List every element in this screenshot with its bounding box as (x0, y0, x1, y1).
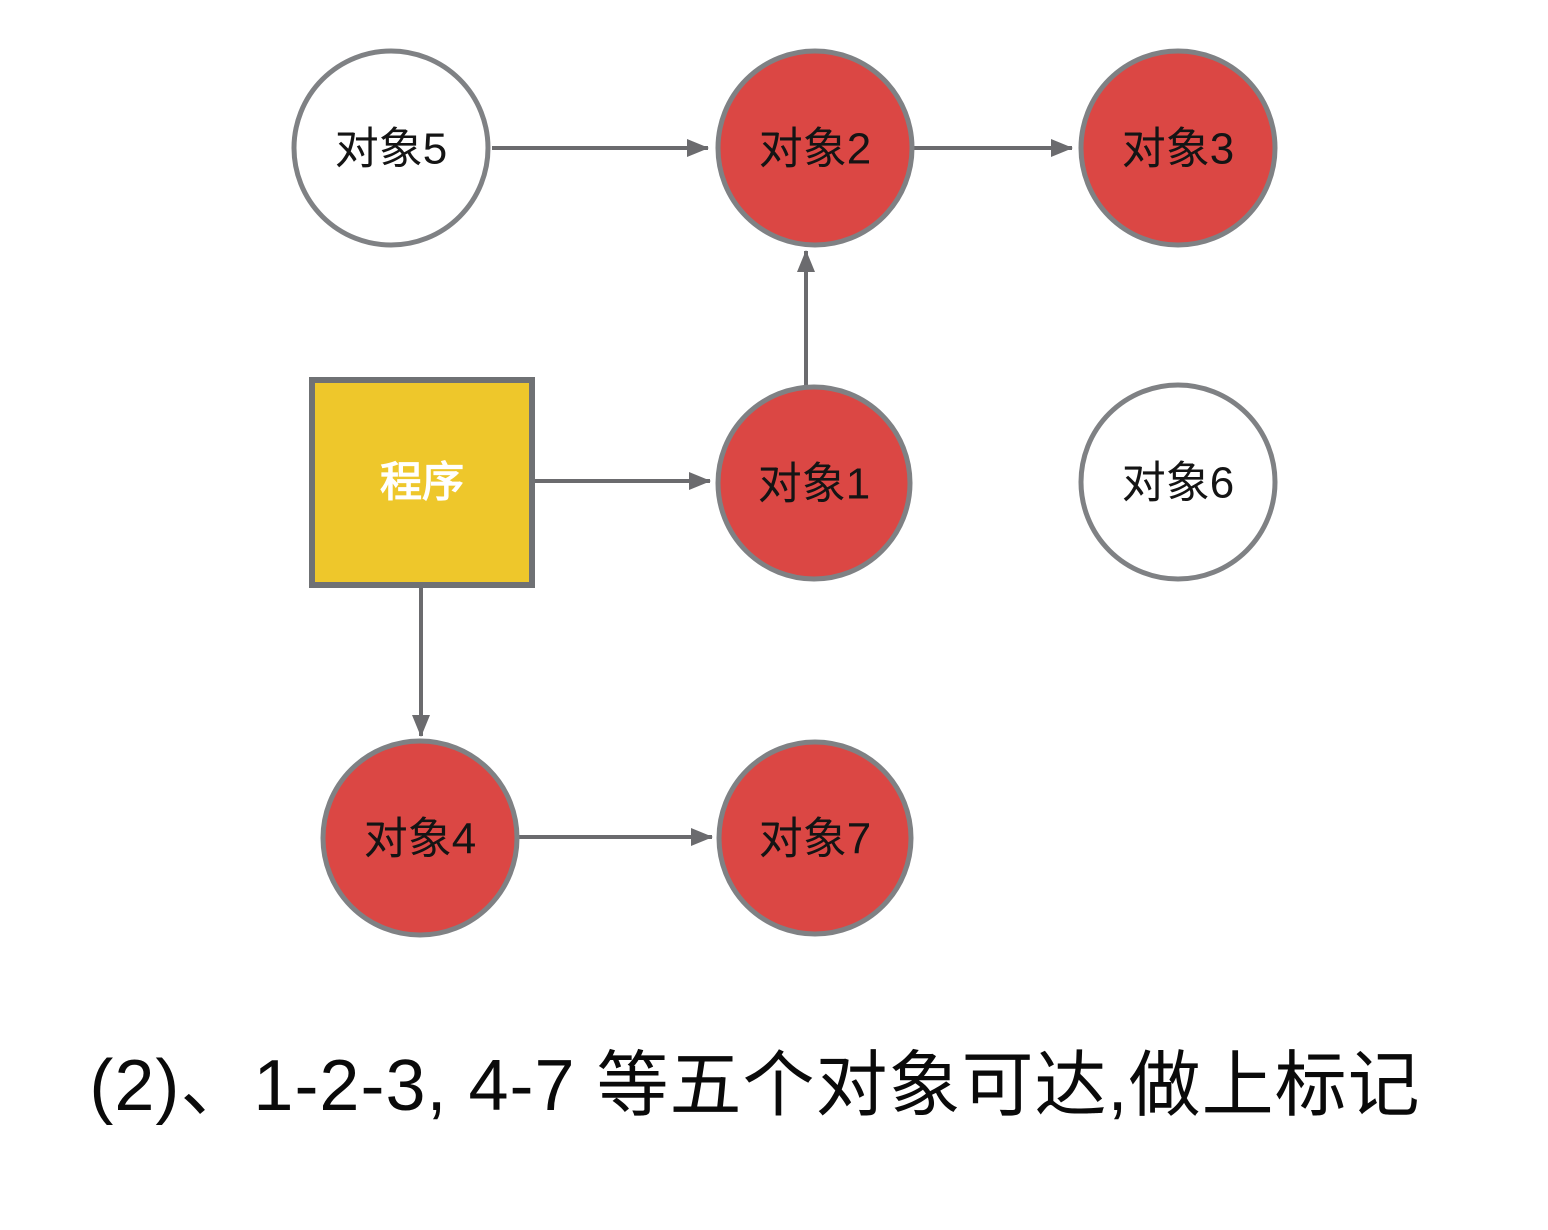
node-obj1-shape (715, 384, 913, 582)
node-obj5-label: 对象5 (335, 124, 447, 173)
node-obj5-shape (291, 48, 491, 248)
node-program-label: 程序 (380, 459, 464, 506)
node-obj2-label: 对象2 (759, 124, 871, 173)
node-program: 程序 (309, 377, 535, 588)
node-program-shape (309, 377, 535, 588)
node-obj4-label: 对象4 (364, 814, 476, 863)
diagram-caption: (2)、1-2-3, 4-7 等五个对象可达,做上标记 (89, 1046, 1420, 1126)
node-obj7-label: 对象7 (759, 814, 871, 863)
node-obj6-shape (1078, 382, 1278, 582)
node-obj2-shape (715, 48, 915, 248)
node-obj4: 对象4 (320, 738, 520, 938)
node-obj2: 对象2 (715, 48, 915, 248)
node-obj3-label: 对象3 (1122, 124, 1234, 173)
edge-layer (412, 139, 1073, 846)
node-obj7: 对象7 (716, 739, 914, 937)
node-obj1: 对象1 (715, 384, 913, 582)
node-obj6: 对象6 (1078, 382, 1278, 582)
node-obj6-label: 对象6 (1122, 458, 1234, 507)
node-obj3-shape (1078, 48, 1278, 248)
node-obj5: 对象5 (291, 48, 491, 248)
node-obj1-label: 对象1 (758, 459, 870, 508)
node-obj4-shape (320, 738, 520, 938)
node-obj7-shape (716, 739, 914, 937)
node-obj3: 对象3 (1078, 48, 1278, 248)
